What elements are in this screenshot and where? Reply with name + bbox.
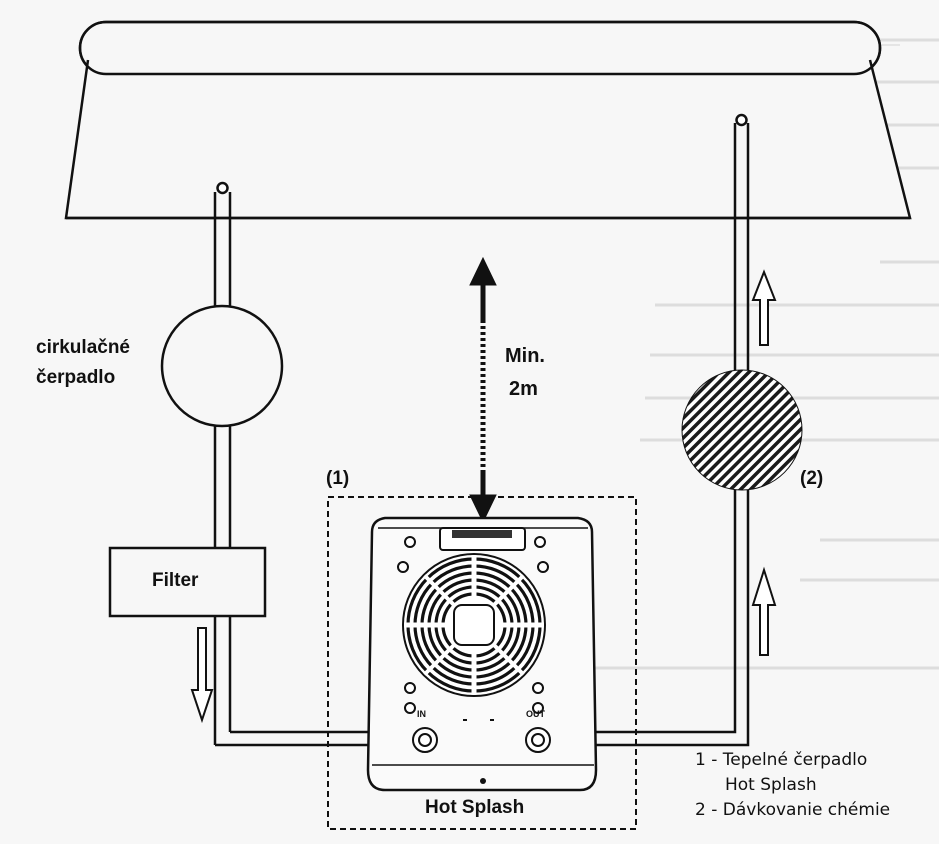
circulation-pump-icon: [160, 304, 284, 428]
heat-pump-marker: (1): [326, 468, 350, 489]
legend-item-1-continued: Hot Splash: [725, 775, 817, 795]
circulation-pump-label-line1: cirkulačné: [36, 337, 130, 358]
circulation-pump-label: cirkulačné čerpadlo: [36, 333, 130, 393]
flow-arrow-icon: [751, 269, 777, 656]
pool-icon: [64, 20, 912, 220]
distance-arrow-icon: [469, 256, 497, 524]
heater-out-label: OUT: [526, 709, 545, 719]
heat-pump-icon: [366, 516, 598, 792]
legend-item-2: 2 - Dávkovanie chémie: [695, 800, 891, 820]
return-pipe: [545, 113, 750, 747]
heater-in-label: IN: [417, 709, 426, 719]
heat-pump-name: Hot Splash: [425, 797, 525, 818]
filter-icon: [108, 546, 267, 618]
chemical-dosing-marker: (2): [800, 468, 824, 489]
distance-label-line1: Min.: [505, 345, 545, 367]
suction-pipe: [213, 181, 420, 747]
filter-label: Filter: [152, 570, 199, 591]
distance-label: Min. 2m: [505, 340, 545, 406]
heat-pump-dashed-outline: [327, 496, 637, 830]
chemical-dosing-icon: [681, 369, 803, 491]
distance-label-line2: 2m: [509, 378, 538, 400]
legend: 1 - Tepelné čerpadlo Hot Splash 2 - Dávk…: [695, 748, 925, 823]
circulation-pump-label-line2: čerpadlo: [36, 367, 116, 388]
legend-item-1: 1 - Tepelné čerpadlo: [695, 750, 868, 770]
flow-arrow-icon: [190, 627, 214, 724]
